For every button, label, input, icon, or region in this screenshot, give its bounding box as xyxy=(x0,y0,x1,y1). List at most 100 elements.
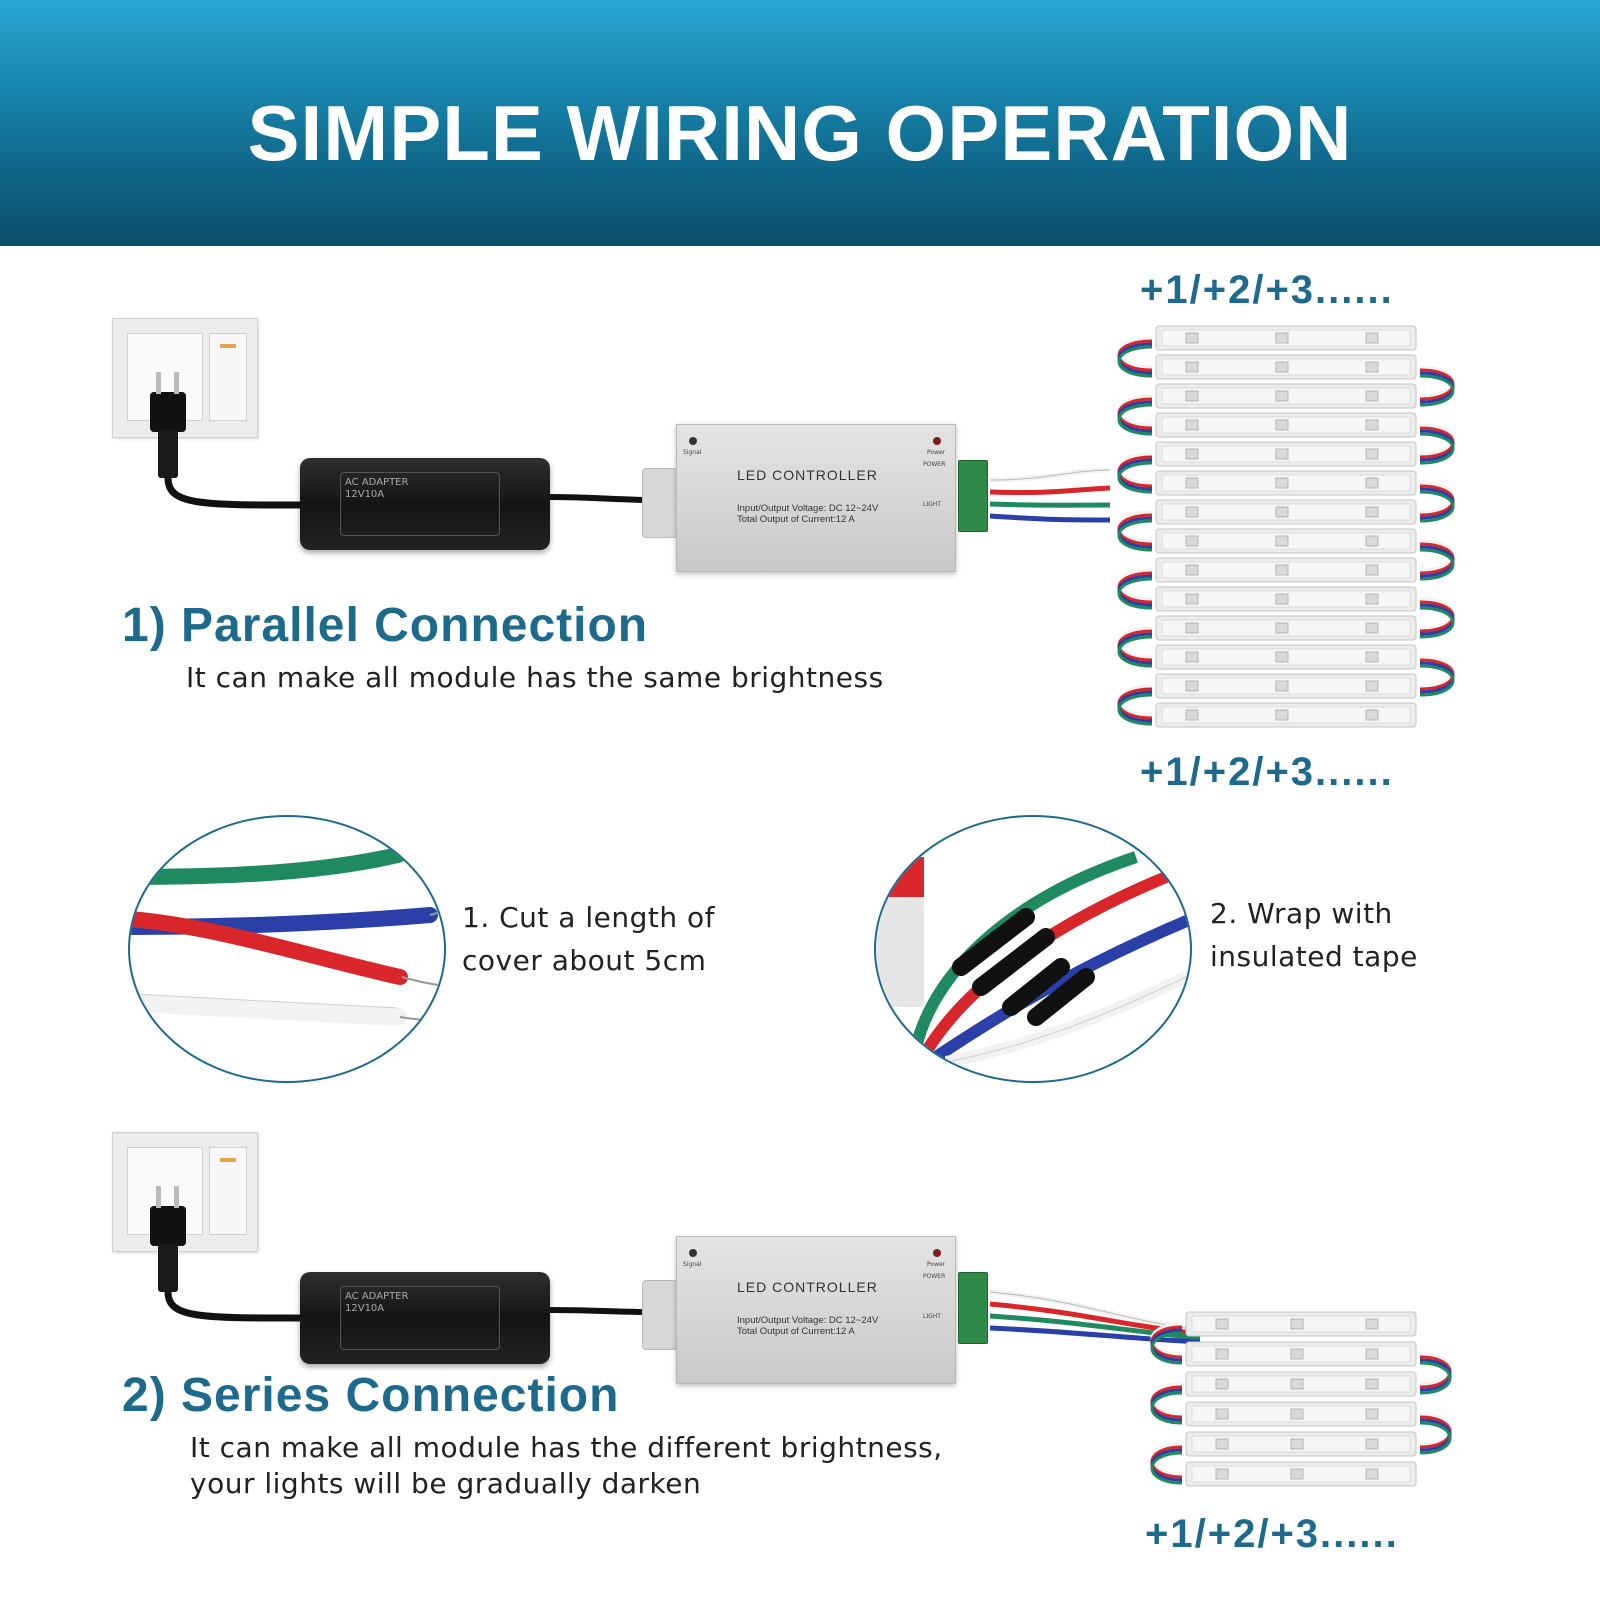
controller-spec-line2: Total Output of Current:12 A xyxy=(737,1326,855,1337)
module-wire-loop xyxy=(1150,1331,1183,1365)
series-description: It can make all module has the different… xyxy=(190,1430,943,1502)
led-module-icon xyxy=(1155,412,1417,438)
step2-line2: insulated tape xyxy=(1210,940,1418,973)
led-module-icon xyxy=(1185,1341,1417,1367)
power-adapter-icon: AC ADAPTER 12V10A xyxy=(300,458,550,550)
power-led xyxy=(933,437,941,445)
module-wire-loop xyxy=(1419,1361,1452,1395)
led-module-stack-parallel xyxy=(1117,325,1455,728)
wall-socket-icon xyxy=(112,318,258,438)
led-module-icon xyxy=(1155,673,1417,699)
terminal-power-label: POWER xyxy=(923,1273,946,1280)
module-wire-loop xyxy=(1419,606,1455,639)
module-wire-loop xyxy=(1150,1391,1183,1425)
power-label: Power xyxy=(927,1261,946,1268)
module-wire-loop xyxy=(1117,519,1153,552)
signal-label: Signal xyxy=(683,449,702,456)
step1-wire-circle xyxy=(128,815,446,1083)
series-heading: 2) Series Connection xyxy=(122,1369,620,1422)
controller-spec: Input/Output Voltage: DC 12~24V Total Ou… xyxy=(737,503,878,525)
header-banner: SIMPLE WIRING OPERATION xyxy=(0,0,1600,246)
controller-mount-ear xyxy=(642,468,678,538)
adapter-label-line2: 12V10A xyxy=(345,1303,385,1314)
series-description-line1: It can make all module has the different… xyxy=(190,1431,943,1464)
module-wire-loop xyxy=(1117,693,1153,726)
signal-label: Signal xyxy=(683,1261,702,1268)
controller-spec-line1: Input/Output Voltage: DC 12~24V xyxy=(737,1315,879,1326)
power-adapter-icon: AC ADAPTER 12V10A xyxy=(300,1272,550,1364)
parallel-count-label-top: +1/+2/+3...... xyxy=(1140,268,1394,312)
led-module-icon xyxy=(1185,1431,1417,1457)
controller-title: LED CONTROLLER xyxy=(737,467,878,483)
terminal-light-label: LIGHT xyxy=(923,501,941,508)
terminal-light-label: LIGHT xyxy=(923,1313,941,1320)
led-module-icon xyxy=(1155,441,1417,467)
led-controller-icon: Signal Power LED CONTROLLER Input/Output… xyxy=(676,1236,956,1384)
terminal-block xyxy=(958,1272,988,1344)
led-module-icon xyxy=(1185,1371,1417,1397)
adapter-label: AC ADAPTER 12V10A xyxy=(340,472,500,536)
step2-line1: 2. Wrap with xyxy=(1210,897,1393,930)
module-wire-loop xyxy=(1117,461,1153,494)
page-title: SIMPLE WIRING OPERATION xyxy=(247,89,1353,177)
stripped-wires-illustration xyxy=(130,847,444,1026)
led-module-icon xyxy=(1185,1461,1417,1487)
module-wire-loop xyxy=(1419,432,1455,465)
signal-led xyxy=(689,437,697,445)
module-wire-loop xyxy=(1150,1451,1183,1485)
module-wire-loop xyxy=(1419,374,1455,407)
module-wire-loop xyxy=(1117,577,1153,610)
led-module-icon xyxy=(1155,702,1417,728)
led-module-stack-series xyxy=(1150,1311,1452,1487)
controller-mount-ear xyxy=(642,1280,678,1350)
led-module-icon xyxy=(1155,499,1417,525)
led-module-icon xyxy=(1155,528,1417,554)
adapter-label: AC ADAPTER 12V10A xyxy=(340,1286,500,1350)
led-module-icon xyxy=(1185,1311,1417,1337)
parallel-heading: 1) Parallel Connection xyxy=(122,599,649,652)
step2-tape-circle xyxy=(874,815,1192,1083)
taped-wires-illustration xyxy=(876,851,1190,1068)
module-wire-loop xyxy=(1117,403,1153,436)
controller-title: LED CONTROLLER xyxy=(737,1279,878,1295)
parallel-description: It can make all module has the same brig… xyxy=(186,661,884,694)
adapter-label-line1: AC ADAPTER xyxy=(345,477,409,488)
led-module-icon xyxy=(1155,470,1417,496)
led-module-icon xyxy=(1155,354,1417,380)
led-controller-icon: Signal Power LED CONTROLLER Input/Output… xyxy=(676,424,956,572)
module-wire-loop xyxy=(1419,1421,1452,1455)
series-count-label: +1/+2/+3...... xyxy=(1145,1512,1399,1556)
led-module-icon xyxy=(1185,1401,1417,1427)
controller-spec-line1: Input/Output Voltage: DC 12~24V xyxy=(737,503,879,514)
parallel-count-label-bottom: +1/+2/+3...... xyxy=(1140,750,1394,794)
adapter-label-line2: 12V10A xyxy=(345,489,385,500)
module-wire-loop xyxy=(1117,635,1153,668)
led-module-icon xyxy=(1155,557,1417,583)
module-wire-loop xyxy=(1419,548,1455,581)
module-wire-loop xyxy=(1419,664,1455,697)
led-module-icon xyxy=(1155,586,1417,612)
module-wire-loop xyxy=(1117,345,1153,378)
adapter-label-line1: AC ADAPTER xyxy=(345,1291,409,1302)
series-description-line2: your lights will be gradually darken xyxy=(190,1467,702,1500)
led-module-icon xyxy=(1155,325,1417,351)
step1-line2: cover about 5cm xyxy=(462,944,707,977)
led-module-icon xyxy=(1155,383,1417,409)
controller-spec-line2: Total Output of Current:12 A xyxy=(737,514,855,525)
power-label: Power xyxy=(927,449,946,456)
light-switch xyxy=(209,333,247,421)
power-led xyxy=(933,1249,941,1257)
step1-line1: 1. Cut a length of xyxy=(462,901,715,934)
terminal-power-label: POWER xyxy=(923,461,946,468)
step1-text: 1. Cut a length of cover about 5cm xyxy=(462,896,715,982)
module-wire-loop xyxy=(1419,490,1455,523)
step2-text: 2. Wrap with insulated tape xyxy=(1210,892,1418,978)
outlet-plate xyxy=(127,333,203,421)
signal-led xyxy=(689,1249,697,1257)
led-module-icon xyxy=(1155,615,1417,641)
light-switch xyxy=(209,1147,247,1235)
controller-spec: Input/Output Voltage: DC 12~24V Total Ou… xyxy=(737,1315,878,1337)
terminal-block xyxy=(958,460,988,532)
led-module-icon xyxy=(1155,644,1417,670)
